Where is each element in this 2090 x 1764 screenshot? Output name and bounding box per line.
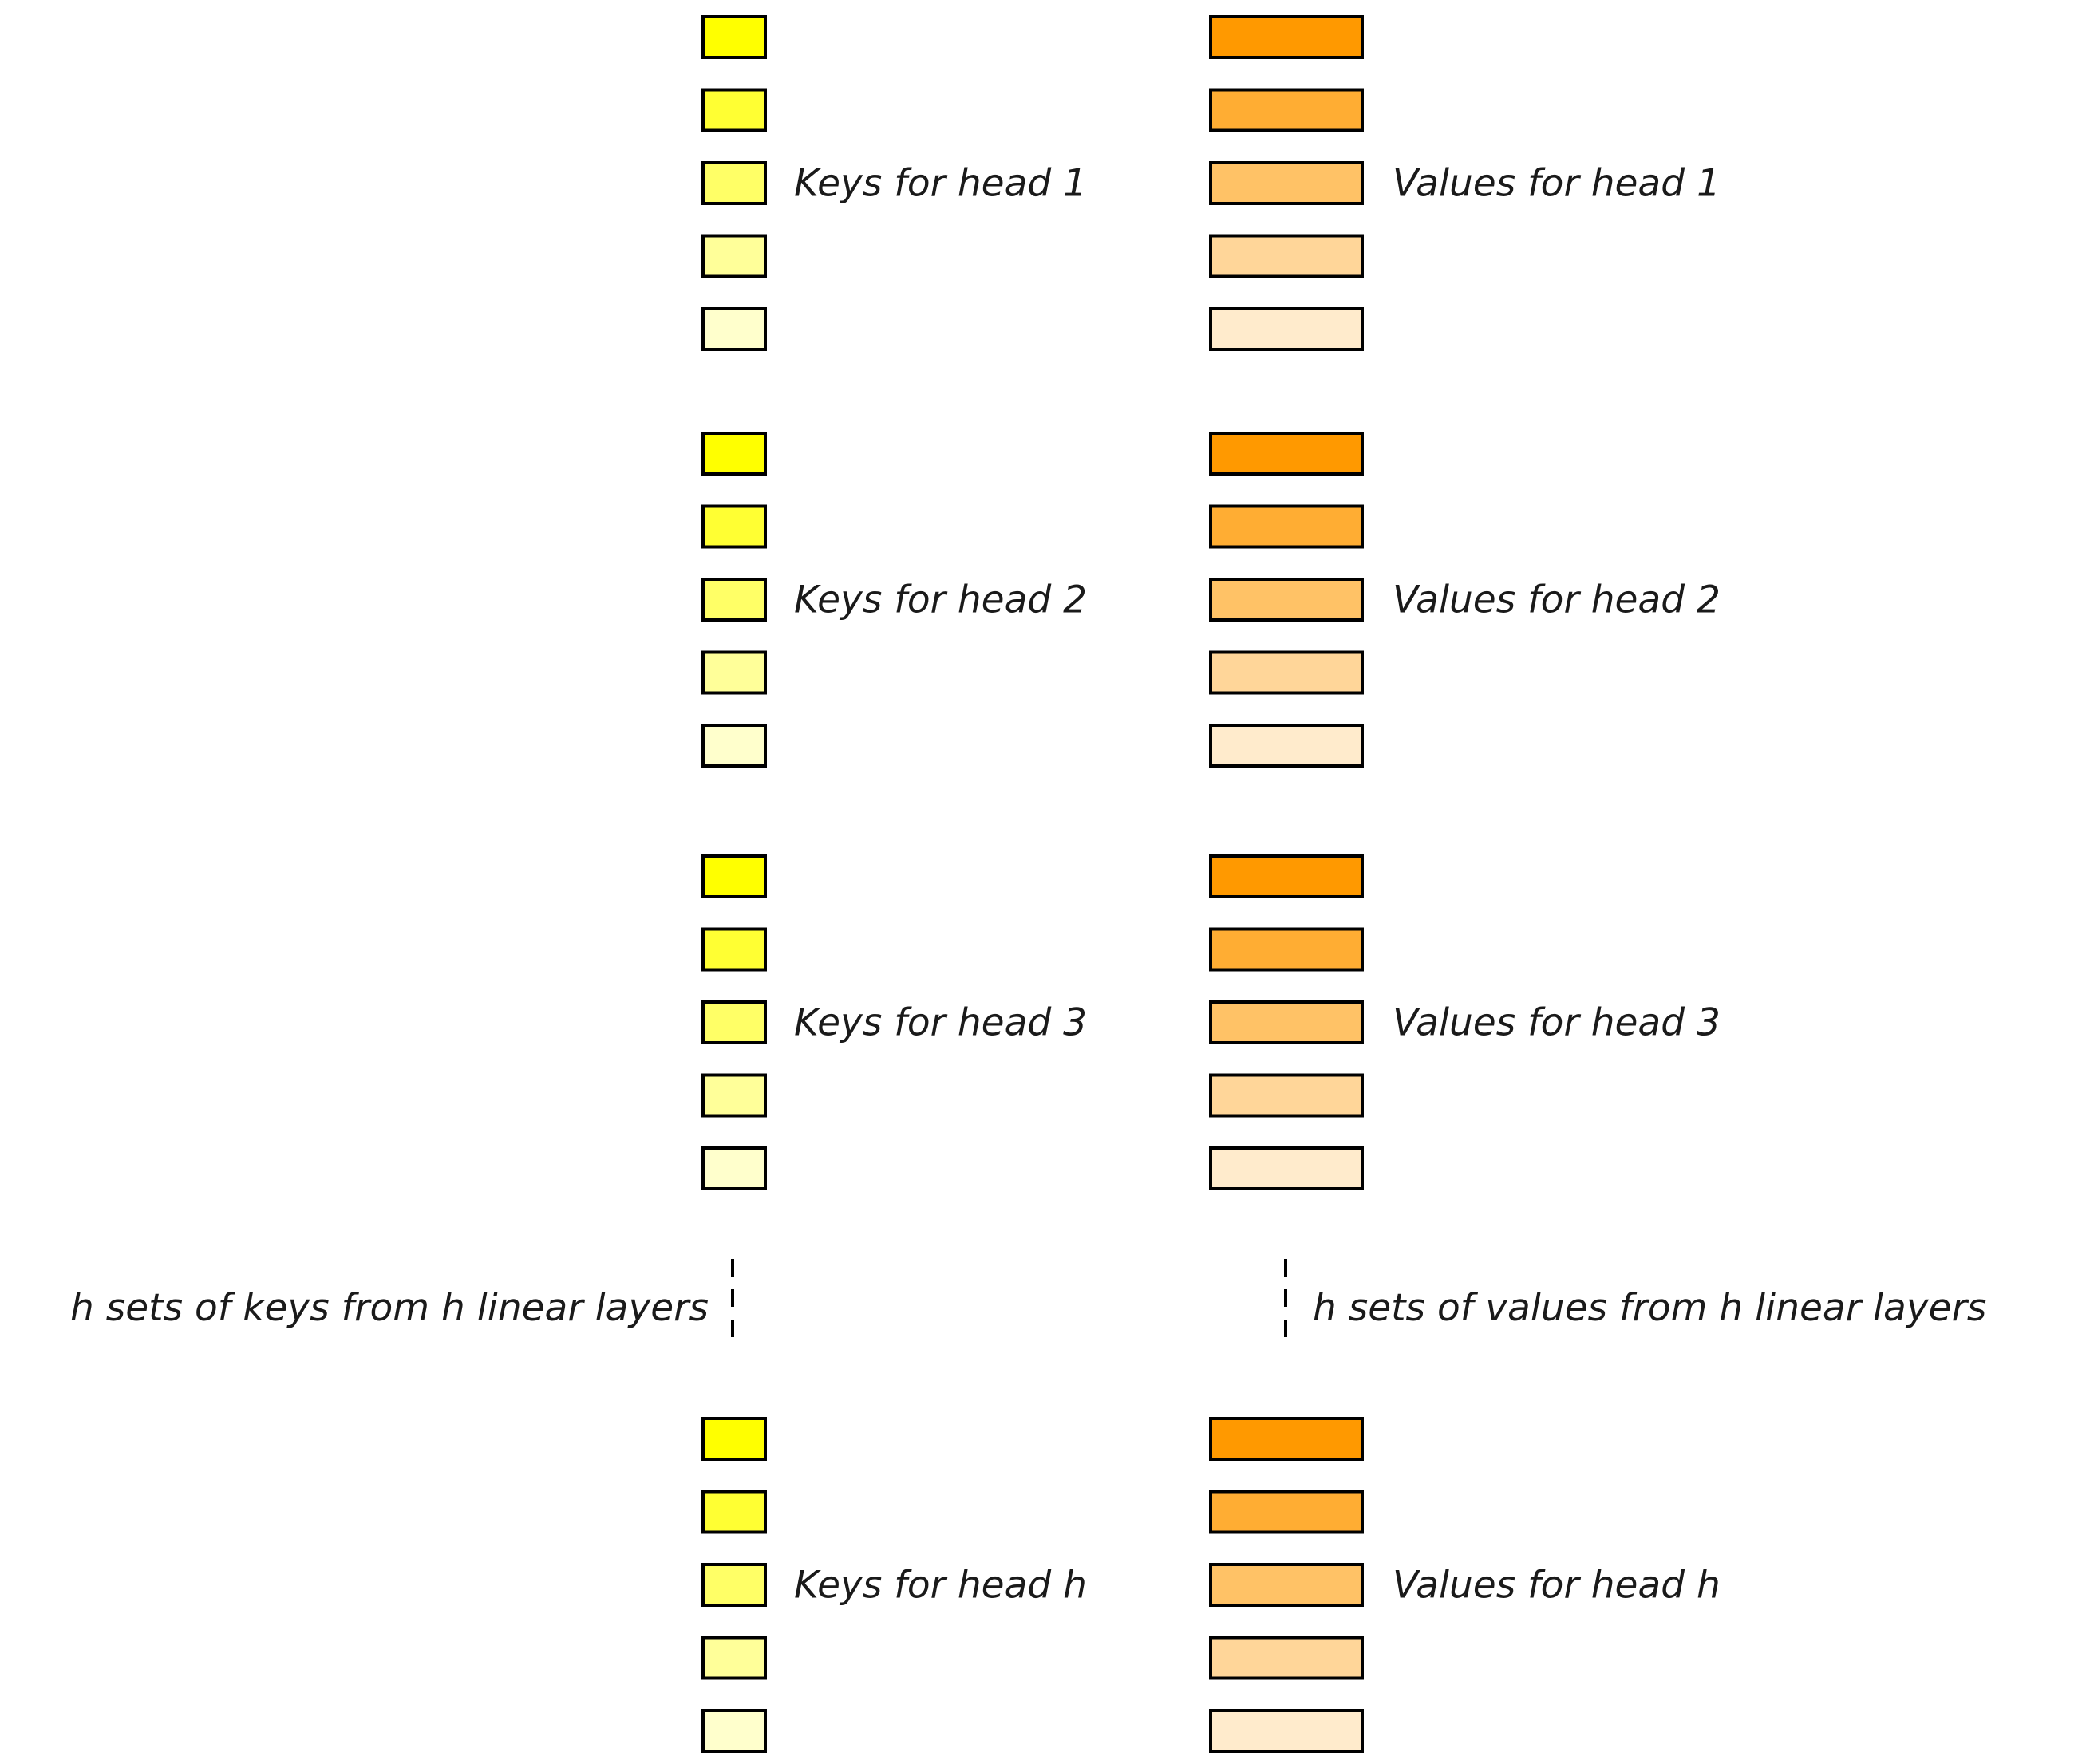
value-vector — [1209, 88, 1364, 132]
value-vector — [1209, 161, 1364, 205]
key-vector — [701, 1073, 767, 1118]
keys-head-label: Keys for head 1 — [794, 162, 1087, 206]
head-group-1: Keys for head 1 Values for head 1 — [701, 15, 1721, 351]
values-ellipsis-label: h sets of values from h linear layers — [1313, 1286, 1986, 1330]
head-group-4: Keys for head h Values for head h — [701, 1417, 1721, 1753]
key-vector — [701, 854, 767, 898]
keys-head-label: Keys for head h — [794, 1564, 1087, 1608]
key-vector — [701, 1709, 767, 1753]
key-vector — [701, 650, 767, 695]
value-vector — [1209, 650, 1364, 695]
head-group-2: Keys for head 2 Values for head 2 — [701, 432, 1721, 768]
key-vector — [701, 1000, 767, 1044]
value-vector — [1209, 1417, 1364, 1461]
key-vector — [701, 1563, 767, 1607]
value-vector — [1209, 432, 1364, 476]
key-vector — [701, 724, 767, 768]
key-vector — [701, 15, 767, 59]
value-vector — [1209, 504, 1364, 549]
key-vector — [701, 161, 767, 205]
keys-head-label: Keys for head 2 — [794, 578, 1087, 622]
key-vector — [701, 234, 767, 278]
key-vector — [701, 432, 767, 476]
key-vector — [701, 307, 767, 351]
values-head-label: Values for head 1 — [1393, 162, 1721, 206]
value-vector — [1209, 724, 1364, 768]
value-vector — [1209, 307, 1364, 351]
key-vector — [701, 1417, 767, 1461]
value-vector — [1209, 1563, 1364, 1607]
value-vector — [1209, 854, 1364, 898]
keys-ellipsis-label: h sets of keys from h linear layers — [70, 1286, 709, 1330]
values-head-label: Values for head 2 — [1393, 578, 1721, 622]
key-vector — [701, 1146, 767, 1190]
values-head-label: Values for head h — [1393, 1564, 1721, 1608]
key-vector — [701, 88, 767, 132]
value-vector — [1209, 15, 1364, 59]
value-vector — [1209, 234, 1364, 278]
value-vector — [1209, 1000, 1364, 1044]
key-vector — [701, 927, 767, 972]
head-group-3: Keys for head 3 Values for head 3 — [701, 854, 1721, 1190]
value-vector — [1209, 578, 1364, 622]
value-vector — [1209, 1490, 1364, 1534]
value-vector — [1209, 1709, 1364, 1753]
value-vector — [1209, 927, 1364, 972]
key-vector — [701, 1490, 767, 1534]
key-vector — [701, 578, 767, 622]
key-vector — [701, 1636, 767, 1680]
value-vector — [1209, 1146, 1364, 1190]
value-vector — [1209, 1073, 1364, 1118]
key-vector — [701, 504, 767, 549]
keys-head-label: Keys for head 3 — [794, 1001, 1087, 1045]
values-head-label: Values for head 3 — [1393, 1001, 1721, 1045]
value-vector — [1209, 1636, 1364, 1680]
